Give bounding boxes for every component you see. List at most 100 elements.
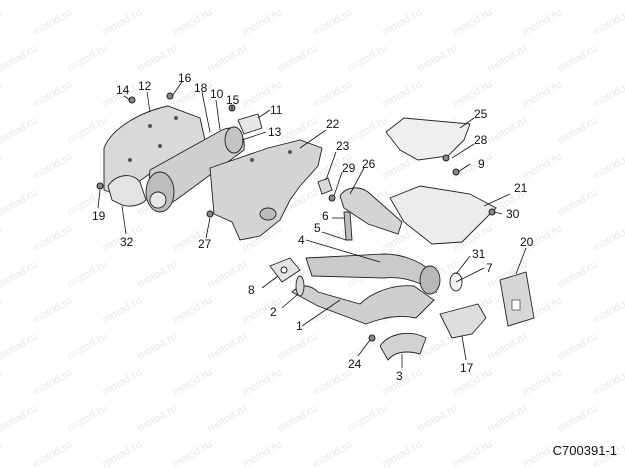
part-26-pipe-shield xyxy=(339,187,403,235)
watermark-text: motod.ru xyxy=(521,78,565,110)
watermark-text: motod.ru xyxy=(346,402,390,434)
watermark-text: motod.ru xyxy=(206,0,250,3)
watermark-text: motod.ru xyxy=(171,366,215,398)
watermark-text: motod.ru xyxy=(0,330,39,362)
callout-7: 7 xyxy=(486,261,493,275)
watermark-text: motod.ru xyxy=(521,150,565,182)
watermark-text: motod.ru xyxy=(206,402,250,434)
watermark-text: motod.ru xyxy=(486,42,530,74)
watermark-text: motod.ru xyxy=(66,258,110,290)
callout-29: 29 xyxy=(342,161,356,175)
callout-4: 4 xyxy=(298,233,305,247)
watermark-text: motod.ru xyxy=(591,366,625,398)
watermark-text: motod.ru xyxy=(416,0,460,3)
watermark-text: motod.ru xyxy=(0,402,39,434)
watermark-text: motod.ru xyxy=(31,222,75,254)
hardware-fasteners xyxy=(96,92,496,342)
part-3-bracket xyxy=(379,332,427,361)
watermark-text: motod.ru xyxy=(0,438,4,468)
watermark-text: motod.ru xyxy=(0,366,4,398)
callout-6: 6 xyxy=(322,209,329,223)
callout-10: 10 xyxy=(210,87,224,101)
part-6-sensor xyxy=(343,211,353,241)
part-21-heat-shield-right xyxy=(389,185,497,245)
watermark-text: motod.ru xyxy=(556,0,600,3)
watermark-text: motod.ru xyxy=(556,330,600,362)
watermark-text: motod.ru xyxy=(0,258,39,290)
reference-code: C700391-1 xyxy=(552,443,617,458)
watermark-text: motod.ru xyxy=(556,114,600,146)
watermark-text: motod.ru xyxy=(0,6,4,38)
watermark-text: motod.ru xyxy=(451,150,495,182)
watermark-text: motod.ru xyxy=(416,42,460,74)
watermark-text: motod.ru xyxy=(171,294,215,326)
watermark-text: motod.ru xyxy=(556,186,600,218)
watermark-text: motod.ru xyxy=(381,6,425,38)
callout-20: 20 xyxy=(520,235,534,249)
callout-13: 13 xyxy=(268,125,282,139)
watermark-text: motod.ru xyxy=(206,42,250,74)
part-25-plate xyxy=(385,117,471,161)
watermark-text: motod.ru xyxy=(31,6,75,38)
watermark-text: motod.ru xyxy=(276,42,320,74)
watermark-text: motod.ru xyxy=(591,294,625,326)
watermark-text: motod.ru xyxy=(31,150,75,182)
callout-8: 8 xyxy=(248,283,255,297)
watermark-text: motod.ru xyxy=(66,330,110,362)
watermark-text: motod.ru xyxy=(276,0,320,3)
callout-1: 1 xyxy=(296,319,303,333)
callout-32: 32 xyxy=(120,235,134,249)
part-17-heat-shield-lower xyxy=(439,303,487,339)
watermark-text: motod.ru xyxy=(381,78,425,110)
watermark-text: motod.ru xyxy=(0,222,4,254)
watermark-text: motod.ru xyxy=(381,438,425,468)
watermark-text: motod.ru xyxy=(206,258,250,290)
callout-30: 30 xyxy=(506,207,520,221)
watermark-text: motod.ru xyxy=(451,78,495,110)
watermark-text: motod.ru xyxy=(0,114,39,146)
watermark-text: motod.ru xyxy=(136,402,180,434)
watermark-text: motod.ru xyxy=(136,0,180,3)
watermark-text: motod.ru xyxy=(171,438,215,468)
callout-23: 23 xyxy=(336,139,350,153)
watermark-text: motod.ru xyxy=(241,366,285,398)
watermark-text: motod.ru xyxy=(66,402,110,434)
watermark-text: motod.ru xyxy=(486,0,530,3)
callout-3: 3 xyxy=(396,369,403,383)
part-22-heat-shield-main xyxy=(209,139,323,241)
watermark-text: motod.ru xyxy=(311,78,355,110)
callout-15: 15 xyxy=(226,93,240,107)
watermark-text: motod.ru xyxy=(521,366,565,398)
watermark-text: motod.ru xyxy=(241,294,285,326)
watermark-text: motod.ru xyxy=(556,258,600,290)
callout-21: 21 xyxy=(514,181,528,195)
watermark-text: motod.ru xyxy=(0,150,4,182)
watermark-text: motod.ru xyxy=(0,0,39,3)
callout-31: 31 xyxy=(472,247,486,261)
watermark-text: motod.ru xyxy=(136,258,180,290)
callout-labels: 1 2 3 4 5 6 7 8 9 10 11 12 13 14 15 16 1… xyxy=(92,71,534,383)
watermark-text: motod.ru xyxy=(416,402,460,434)
watermark-text: motod.ru xyxy=(311,438,355,468)
watermark-text: motod.ru xyxy=(556,402,600,434)
callout-5: 5 xyxy=(314,221,321,235)
callout-2: 2 xyxy=(270,305,277,319)
part-23-clamp xyxy=(317,177,333,195)
part-1-downpipe xyxy=(291,285,435,325)
watermark-text: motod.ru xyxy=(591,6,625,38)
watermark-text: motod.ru xyxy=(346,114,390,146)
callout-26: 26 xyxy=(362,157,376,171)
watermark-text: motod.ru xyxy=(136,42,180,74)
watermark-text: motod.ru xyxy=(241,438,285,468)
part-11-bracket xyxy=(237,113,263,135)
callout-12: 12 xyxy=(138,79,152,93)
callout-18: 18 xyxy=(194,81,208,95)
watermark-text: motod.ru xyxy=(241,6,285,38)
callout-19: 19 xyxy=(92,209,106,223)
watermark-text: motod.ru xyxy=(136,330,180,362)
watermark-text: motod.ru xyxy=(206,330,250,362)
leader-lines xyxy=(97,81,527,368)
watermark-text: motod.ru xyxy=(31,438,75,468)
